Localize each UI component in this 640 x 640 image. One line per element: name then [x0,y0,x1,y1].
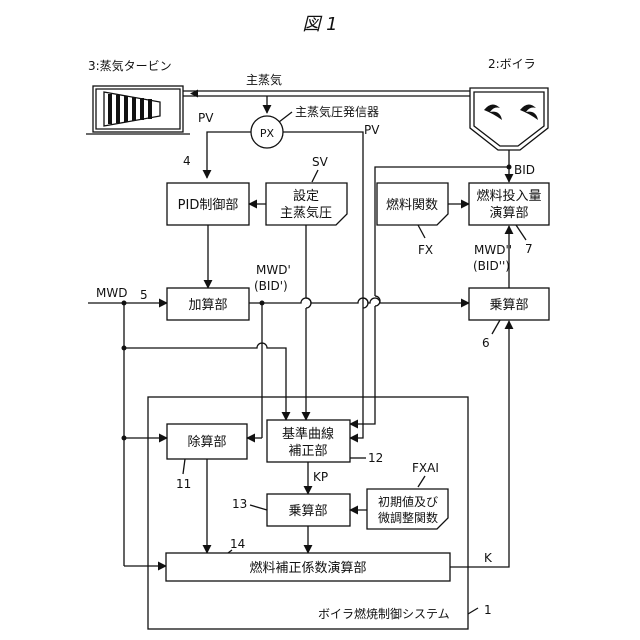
pv-left-label: PV [198,111,214,125]
steam-turbine: 3:蒸気タービン [86,58,190,134]
bid-label: BID [514,163,535,177]
boiler: 2:ボイラ [470,57,548,150]
sv-label: SV [312,155,329,169]
bid-ddash-label: (BID'') [473,259,510,273]
pressure-transmitter-label: 主蒸気圧発信器 [295,104,379,119]
ref-6: 6 [482,336,490,350]
init-func-label-2: 微調整関数 [378,510,438,525]
figure-title: 図 1 [302,14,337,35]
mwd-ddash-label: MWD'' [474,243,512,257]
turbine-label: 3:蒸気タービン [88,58,172,73]
multiplier-top-label: 乗算部 [489,298,528,313]
ref-curve-label-2: 補正部 [288,444,327,459]
fuel-function-label: 燃料関数 [386,197,438,213]
fx-label: FX [418,243,433,257]
ref-curve-label-1: 基準曲線 [282,426,334,442]
ref-4: 4 [183,154,191,168]
ref-14: 14 [230,537,245,551]
bid-dash-label: (BID') [254,279,288,293]
init-func-label-1: 初期値及び [378,494,438,509]
px-label: PX [260,127,275,140]
multiplier-inner-label: 乗算部 [288,504,327,519]
ref-11: 11 [176,477,191,491]
pv-right-label: PV [364,123,380,137]
setpoint-label-2: 主蒸気圧 [280,205,332,221]
main-steam-pipe: 主蒸気 [183,72,470,98]
k-label: K [484,551,493,565]
fxai-label: FXAI [412,461,439,475]
boiler-label: 2:ボイラ [488,57,536,71]
kp-label: KP [313,470,328,484]
system-label: ボイラ燃焼制御システム [318,606,450,621]
pid-control-label: PID制御部 [178,198,239,213]
correction-coef-label: 燃料補正係数演算部 [249,560,366,576]
setpoint-label-1: 設定 [293,188,319,204]
ref-7: 7 [525,242,533,256]
ref-5: 5 [140,288,148,302]
ref-1: 1 [484,603,492,617]
main-steam-label: 主蒸気 [246,72,282,87]
ref-12: 12 [368,451,383,465]
fuel-input-label-1: 燃料投入量 [476,188,541,204]
divider-label: 除算部 [187,435,226,450]
fuel-input-label-2: 演算部 [489,205,528,221]
mwd-label: MWD [96,286,127,300]
mwd-dash-label: MWD' [256,263,291,277]
ref-13: 13 [232,497,247,511]
adder-label: 加算部 [188,298,227,313]
